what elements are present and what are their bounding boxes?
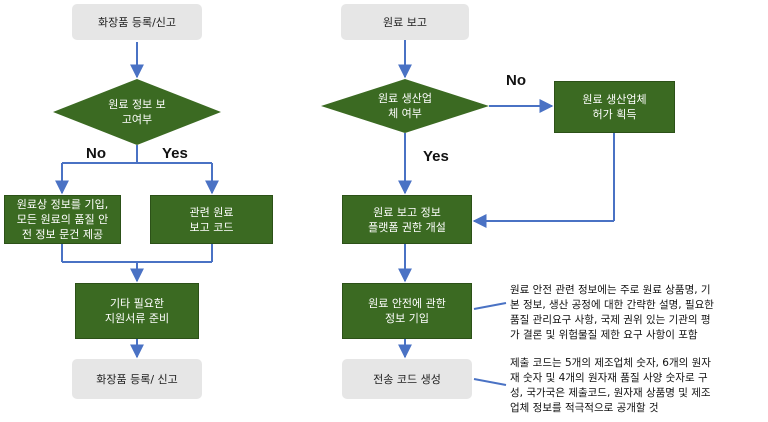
right-decision-text: 원료 생산업 체 여부 bbox=[377, 92, 433, 120]
code-info-note: 제출 코드는 5개의 제조업체 숫자, 6개의 원자 재 숫자 및 4개의 원자… bbox=[510, 357, 711, 414]
left-start-node: 화장품 등록/신고 bbox=[72, 4, 202, 40]
left-yes-box: 관련 원료 보고 코드 bbox=[150, 195, 273, 244]
left-end-node: 화장품 등록/ 신고 bbox=[72, 359, 202, 399]
left-no-box: 원료상 정보를 기입, 모든 원료의 품질 안 전 정보 문건 제공 bbox=[4, 195, 121, 244]
safety-info-note: 원료 안전 관련 정보에는 주로 원료 상품명, 기 본 정보, 생산 공정에 … bbox=[510, 284, 714, 341]
right-end-node: 전송 코드 생성 bbox=[342, 359, 472, 399]
right-safety-box: 원료 안전에 관한 정보 기입 bbox=[342, 283, 472, 339]
left-decision-text: 원료 정보 보 고여부 bbox=[108, 98, 166, 126]
left-decision-diamond bbox=[53, 79, 221, 145]
right-decision-diamond bbox=[321, 79, 489, 133]
left-yes-label: Yes bbox=[162, 145, 188, 162]
right-no-box: 원료 생산업체 허가 획득 bbox=[554, 81, 675, 133]
right-start-node: 원료 보고 bbox=[341, 4, 469, 40]
right-platform-box: 원료 보고 정보 플랫폼 권한 개설 bbox=[342, 195, 472, 244]
left-merge-box: 기타 필요한 지원서류 준비 bbox=[75, 283, 199, 339]
left-no-label: No bbox=[86, 145, 106, 162]
right-yes-label: Yes bbox=[423, 148, 449, 165]
right-no-label: No bbox=[506, 72, 526, 89]
